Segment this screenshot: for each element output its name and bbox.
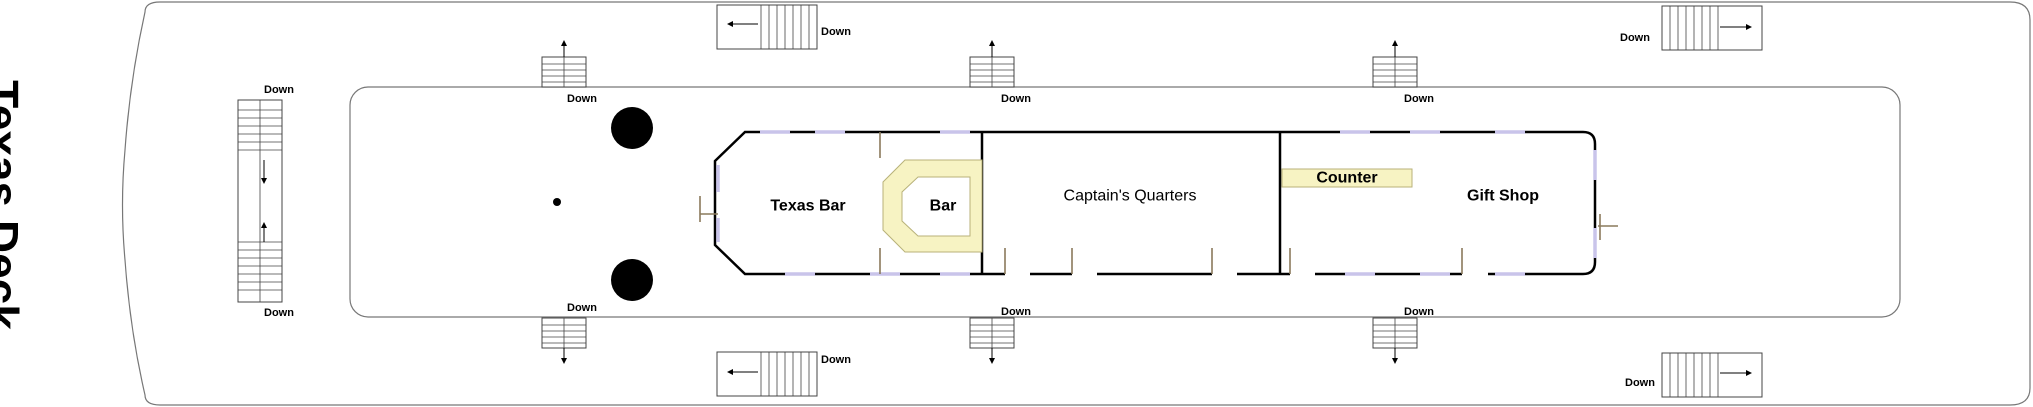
stairs-top-1[interactable] (541, 40, 587, 88)
stairs-top-2[interactable] (969, 40, 1015, 88)
stairs-h-top-left[interactable] (716, 4, 818, 50)
stairs-bottom-3[interactable] (1372, 317, 1418, 364)
deck-title: Texas Deck (0, 80, 28, 330)
room-label-gift-shop: Gift Shop (1467, 188, 1539, 205)
stairs-bottom-1[interactable] (541, 317, 587, 364)
stairs-top-1-label: Down (567, 93, 597, 105)
stairs-h-bottom-left-label: Down (821, 354, 851, 366)
stairs-left-label-top: Down (264, 84, 294, 96)
room-label-captains-quarters: Captain's Quarters (1064, 188, 1197, 205)
stairs-top-3[interactable] (1372, 40, 1418, 88)
stairs-bottom-3-label: Down (1404, 306, 1434, 318)
stairs-top-2-label: Down (1001, 93, 1031, 105)
stairs-bottom-1-label: Down (567, 302, 597, 314)
stairs-h-bottom-left[interactable] (716, 351, 818, 397)
stairs-left[interactable] (237, 99, 283, 303)
stairs-top-3-label: Down (1404, 93, 1434, 105)
stairs-left-label-bottom: Down (264, 307, 294, 319)
smokestack-top (611, 107, 653, 149)
room-label-counter: Counter (1316, 170, 1377, 187)
bar-counter (882, 159, 983, 253)
stairs-h-bottom-right-label: Down (1625, 377, 1655, 389)
stairs-h-bottom-right[interactable] (1661, 352, 1763, 398)
stairs-bottom-2-label: Down (1001, 306, 1031, 318)
windows-top (716, 130, 1597, 258)
stairs-bottom-2[interactable] (969, 317, 1015, 364)
cabin-outline (713, 130, 1597, 276)
smokestack-bottom (611, 259, 653, 301)
room-label-texas-bar: Texas Bar (770, 198, 845, 215)
stairs-h-top-left-label: Down (821, 26, 851, 38)
inner-deck (349, 86, 1901, 318)
stairs-h-top-right[interactable] (1661, 5, 1763, 51)
counter (1281, 168, 1413, 188)
doors (699, 132, 1618, 274)
bell-post (553, 198, 561, 206)
stairs-h-top-right-label: Down (1620, 32, 1650, 44)
room-label-bar: Bar (930, 198, 957, 215)
